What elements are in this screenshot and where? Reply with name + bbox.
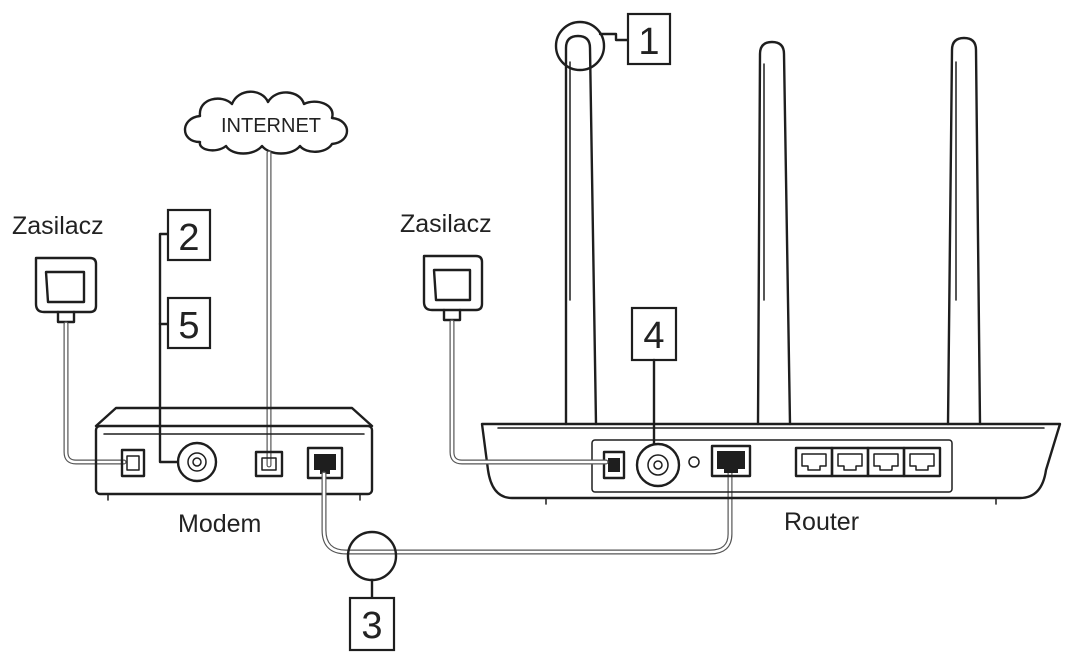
- ethernet-cable: [321, 461, 733, 555]
- modem-power-port: [120, 448, 146, 478]
- callout-number-1: 1: [638, 21, 659, 63]
- router-power-button: [635, 442, 681, 488]
- callout-circle-3: [346, 530, 398, 582]
- callout-box-2: [166, 208, 212, 262]
- callout-box-5: [166, 296, 212, 350]
- callout-number-2: 2: [178, 217, 199, 259]
- router-reset-hole: [688, 456, 700, 468]
- router-power-adapter: [422, 254, 484, 322]
- callout-number-3: 3: [361, 605, 382, 647]
- router-lan-ports: [794, 446, 942, 478]
- adapter-label-right: Zasilacz: [400, 210, 492, 238]
- modem-power-adapter: [34, 256, 98, 324]
- modem-dsl-port: [254, 450, 284, 478]
- modem-power-button: [176, 441, 218, 483]
- internet-label: INTERNET: [221, 115, 321, 137]
- callout-number-4: 4: [643, 315, 664, 357]
- router-power-port: [602, 450, 626, 480]
- internet-cloud: [183, 90, 349, 155]
- callout-number-5: 5: [178, 305, 199, 347]
- router-power-cable: [449, 319, 609, 465]
- callout-box-3: [348, 596, 396, 652]
- callout-leader-2-5: [158, 232, 180, 464]
- router-label: Router: [784, 508, 859, 536]
- callout-circle-1: [554, 20, 606, 72]
- callout-box-1: [626, 12, 672, 66]
- callout-box-4: [630, 306, 678, 362]
- modem: [94, 406, 374, 501]
- adapter-label-left: Zasilacz: [12, 212, 104, 240]
- modem-label: Modem: [178, 510, 261, 538]
- router-wan-port: [710, 444, 752, 478]
- router: [480, 34, 1062, 505]
